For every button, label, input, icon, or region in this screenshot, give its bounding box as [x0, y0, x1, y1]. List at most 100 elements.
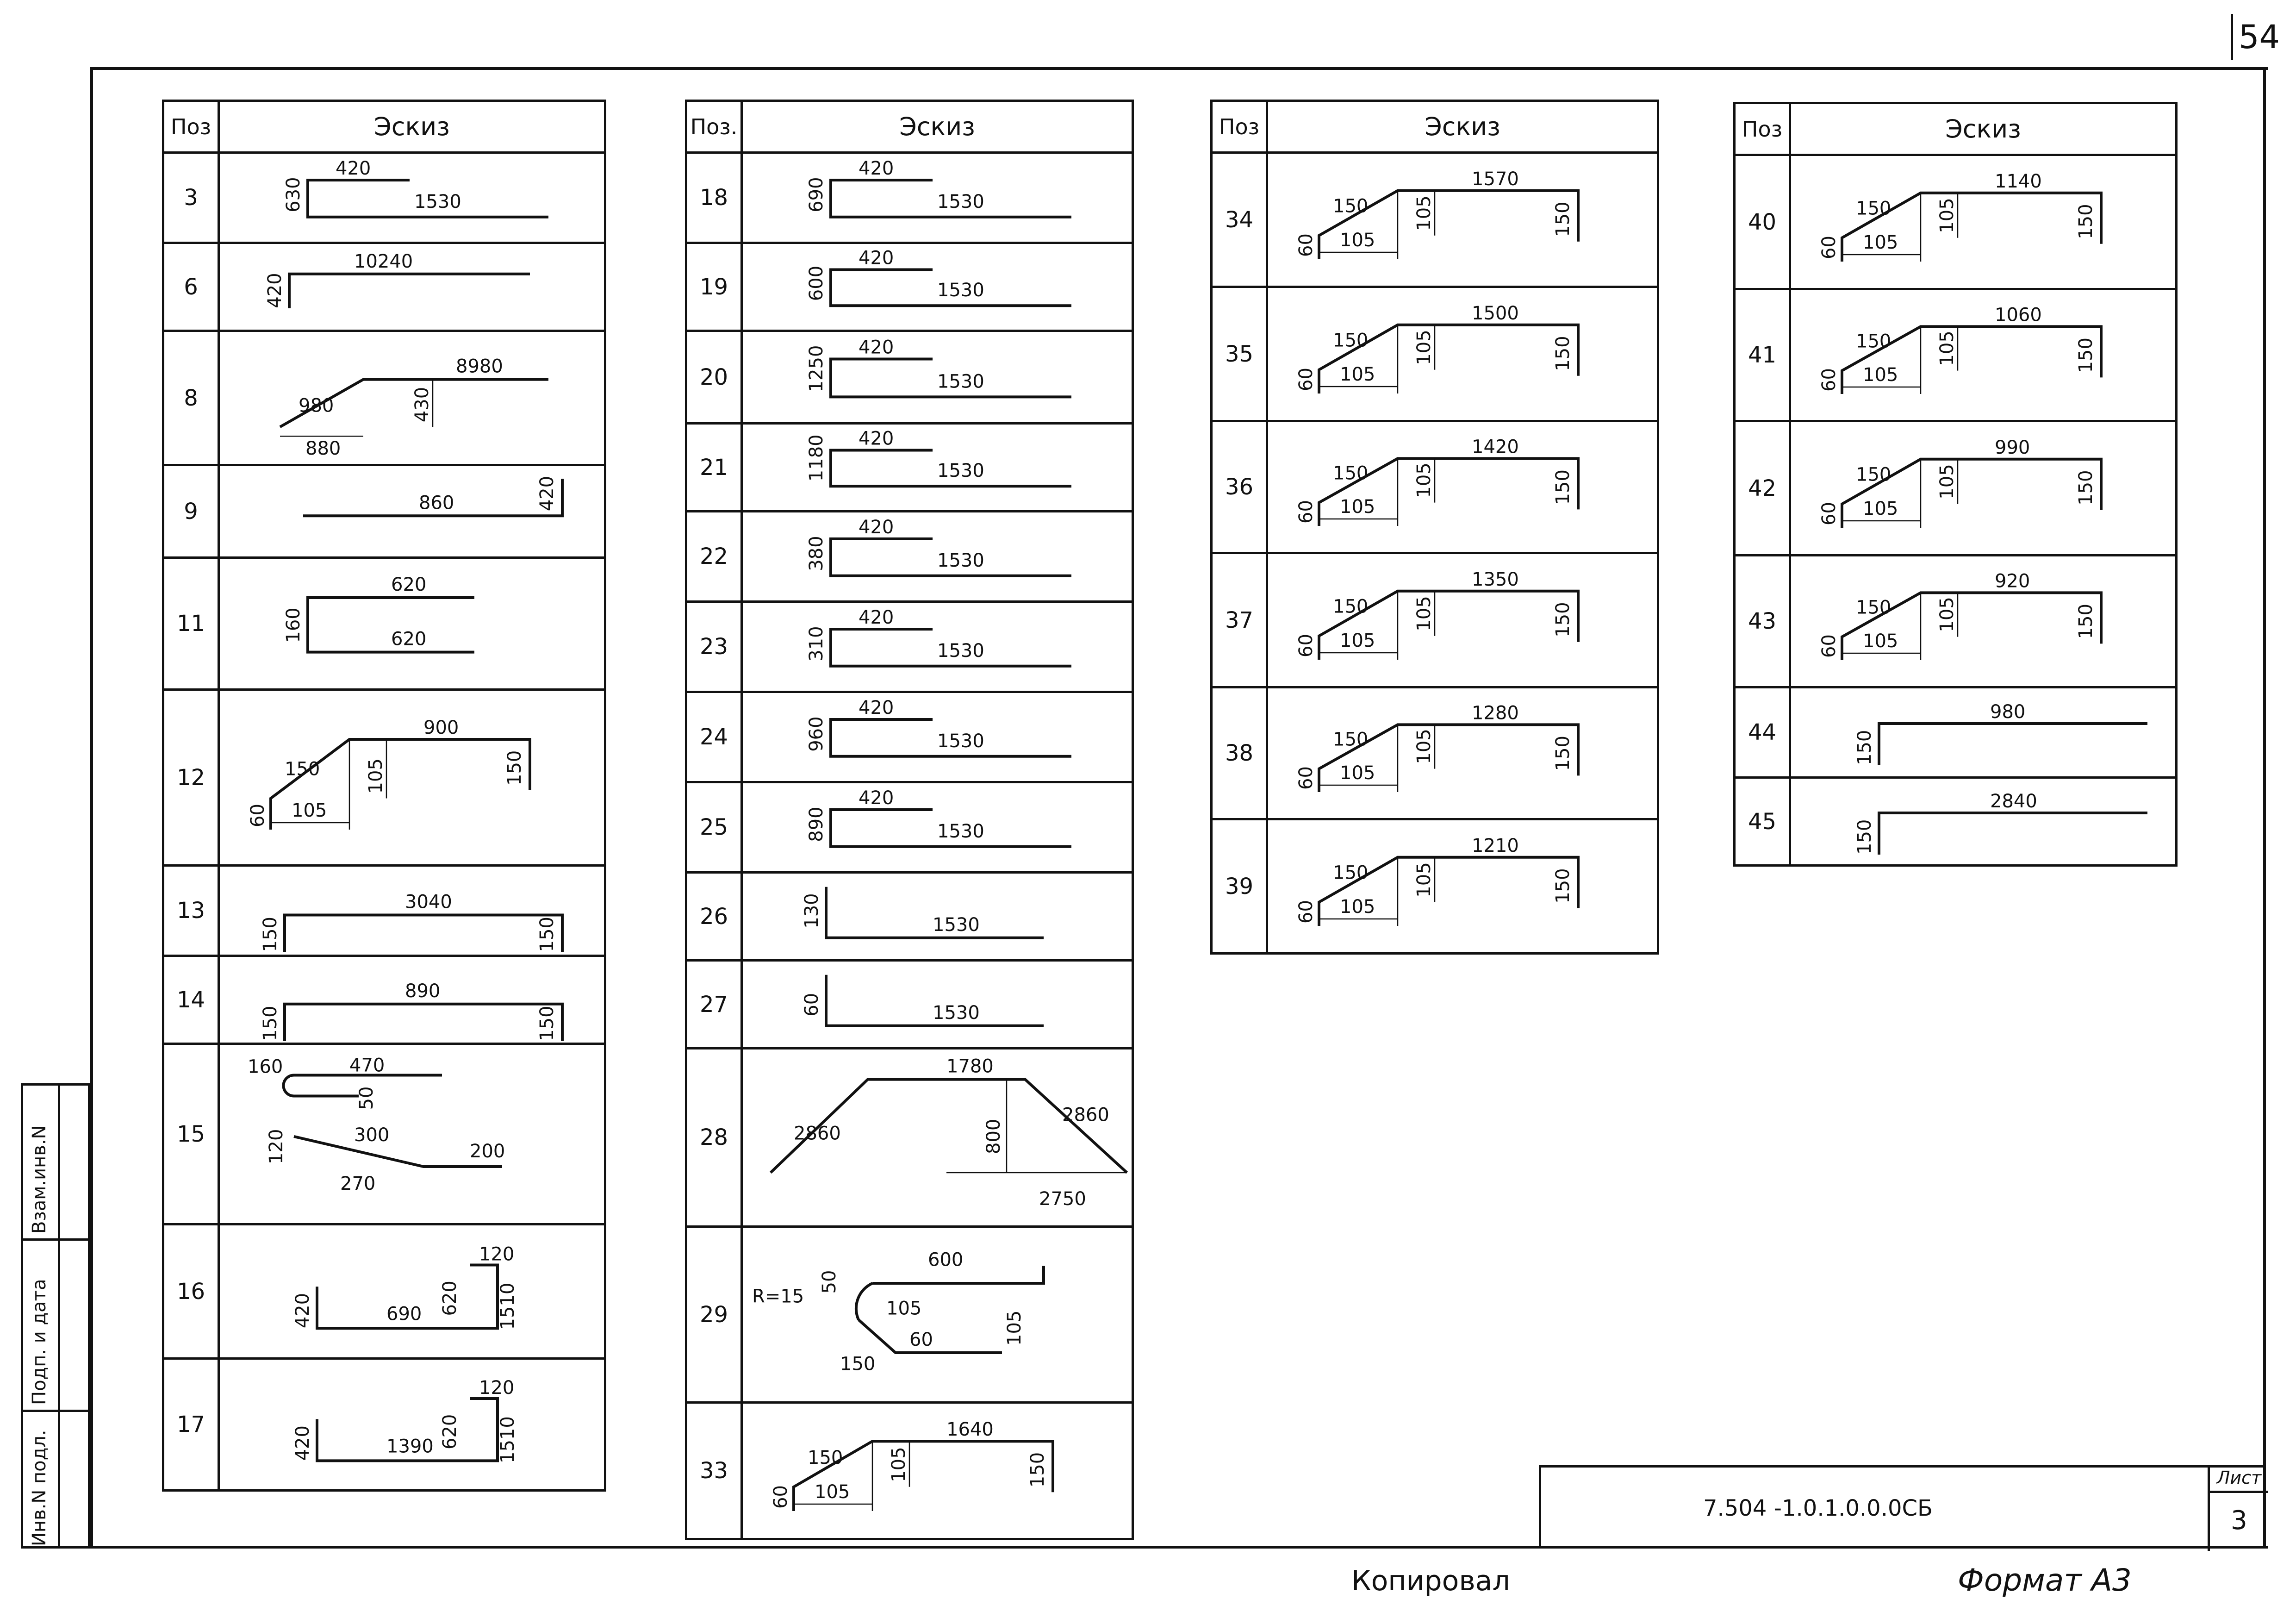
bar-outline: [858, 1318, 1002, 1354]
dimension-label: 105: [1863, 631, 1898, 652]
dimension-label: 1530: [937, 821, 984, 842]
dimension-label: 150: [1552, 868, 1574, 903]
dimension-label: 420: [859, 607, 894, 628]
dimension-label: 105: [1004, 1311, 1025, 1346]
position-number: 17: [162, 1357, 220, 1492]
bar-outline: [316, 1263, 499, 1330]
bar-outline: [829, 268, 1071, 307]
dimension-label: 620: [391, 629, 426, 650]
position-number: 20: [685, 330, 743, 425]
stamp-row-line: [23, 1238, 88, 1241]
dimension-label: 105: [1413, 862, 1435, 897]
dimension-label: 10240: [354, 251, 413, 272]
bar-outline: [279, 378, 548, 428]
dimension-label: 60: [1818, 368, 1840, 392]
sketch-header: Эскиз: [218, 100, 606, 154]
dimension-label: 105: [1340, 762, 1375, 784]
position-number: 11: [162, 556, 220, 691]
dimension-label: 1180: [806, 434, 827, 481]
position-number: 16: [162, 1223, 220, 1360]
sheet-label: Лист: [2208, 1468, 2268, 1493]
dimension-label: 1250: [806, 345, 827, 393]
bar-outline: [829, 449, 1071, 488]
dimension-label: 600: [806, 266, 827, 301]
dimension-label: 105: [1340, 364, 1375, 385]
dimension-label: 105: [1413, 330, 1435, 365]
dimension-label: 960: [806, 716, 827, 751]
dimension-label: 150: [1333, 596, 1368, 618]
position-number: 39: [1210, 818, 1268, 955]
hook-outline: [282, 1074, 359, 1098]
dimension-label: 150: [1552, 201, 1574, 237]
dimension-label: 920: [1995, 570, 2030, 592]
side-stamp: Взам.инв.N Подп. и дата Инв.N подл.: [21, 1083, 90, 1549]
bar-outline: [1841, 191, 2103, 262]
position-number: 41: [1733, 288, 1791, 422]
position-number: 28: [685, 1047, 743, 1228]
dimension-label: 310: [806, 626, 827, 661]
dimension-label: 890: [806, 806, 827, 842]
sketch-header: Эскиз: [1789, 102, 2178, 156]
dimension-label: 60: [1295, 634, 1317, 657]
dimension-label: 150: [2075, 470, 2097, 505]
stamp-row-line: [23, 1410, 88, 1412]
bar-outline: [303, 479, 564, 518]
dimension-label: 1210: [1472, 835, 1519, 856]
position-number: 19: [685, 242, 743, 332]
dimension-label: 150: [2075, 204, 2097, 239]
dimension-label: 60: [1295, 233, 1317, 257]
dimension-label: 150: [1333, 196, 1368, 217]
dimension-label: 2860: [794, 1123, 841, 1144]
copied-label: Копировал: [1351, 1565, 1510, 1597]
dimension-label: 130: [801, 893, 822, 928]
bar-outline: [829, 808, 1071, 848]
dimension-label: 160: [283, 607, 304, 643]
position-number: 38: [1210, 686, 1268, 820]
dimension-label: 1390: [386, 1436, 434, 1457]
position-number: 8: [162, 330, 220, 466]
dimension-label: 105: [1936, 597, 1958, 632]
bar-outline: [316, 1397, 499, 1462]
dimension-label: 420: [292, 1293, 313, 1328]
dimension-label: 120: [479, 1377, 514, 1399]
dimension-label: 600: [928, 1249, 963, 1271]
bar-outline: [306, 179, 548, 219]
dimension-label: 150: [1552, 336, 1574, 371]
dimension-label: 1350: [1472, 569, 1519, 590]
position-number: 22: [685, 510, 743, 603]
position-number: 29: [685, 1225, 743, 1404]
dimension-label: 105: [1340, 496, 1375, 518]
pos-header: Поз: [1210, 100, 1268, 154]
dimension-label: 2750: [1039, 1188, 1086, 1210]
bar-outline: [283, 913, 564, 952]
position-number: 6: [162, 242, 220, 332]
bar-outline: [829, 357, 1071, 399]
dimension-label: 50: [819, 1270, 840, 1294]
